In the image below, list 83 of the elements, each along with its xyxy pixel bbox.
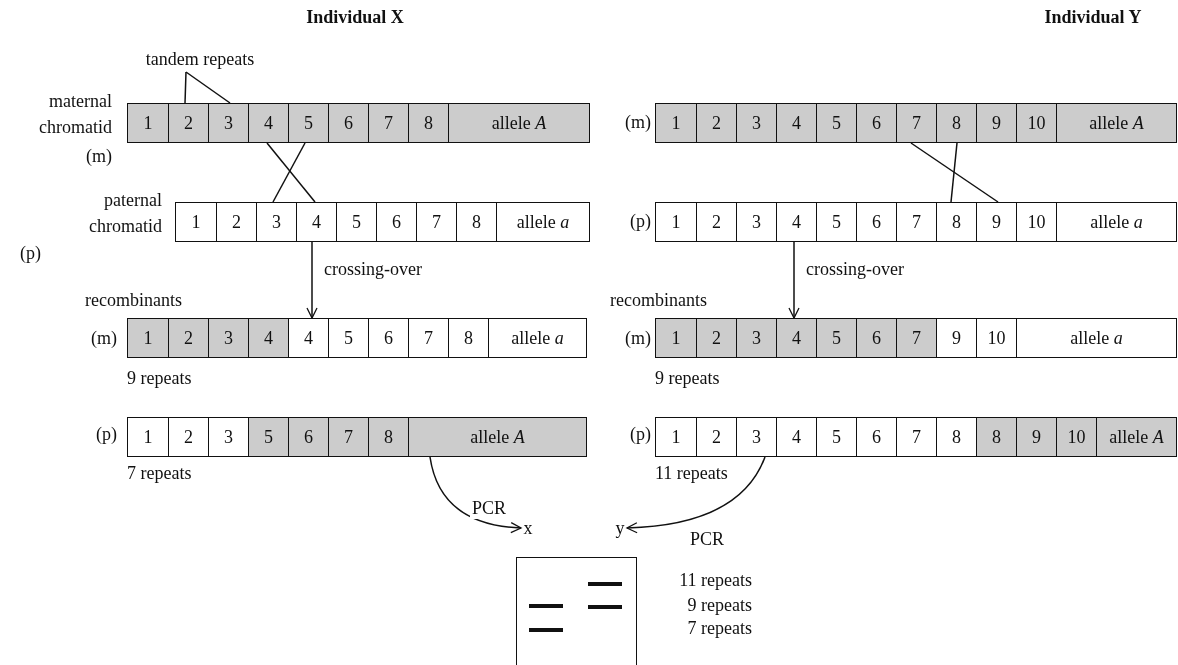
arrow xyxy=(429,456,522,533)
chromatid-label: (p) xyxy=(629,423,651,446)
repeat-segment: 10 xyxy=(1016,104,1056,142)
repeat-segment: 4 xyxy=(248,104,288,142)
arrow xyxy=(306,241,318,319)
panel-title: Individual X xyxy=(305,6,405,29)
chromatid-label: (m) xyxy=(90,327,117,350)
repeat-segment: 2 xyxy=(696,319,736,357)
repeat-segment: 5 xyxy=(248,418,288,456)
chromatid-bar xyxy=(127,318,587,358)
repeat-segment: 1 xyxy=(656,104,696,142)
repeat-count: 9 repeats xyxy=(127,367,193,390)
crossover-line xyxy=(910,142,999,203)
repeat-segment: 4 xyxy=(776,104,816,142)
repeat-segment: 6 xyxy=(856,104,896,142)
repeat-segment: 4 xyxy=(776,319,816,357)
chromatid-label: (m) xyxy=(624,327,651,350)
repeat-segment: 7 xyxy=(368,104,408,142)
repeat-count: 9 repeats xyxy=(655,367,721,390)
chromatid-bar xyxy=(655,318,1177,358)
repeat-segment: 4 xyxy=(248,319,288,357)
repeat-segment: 3 xyxy=(736,104,776,142)
chromatid-bar xyxy=(655,417,1177,457)
chromatid-label: (p) xyxy=(95,423,117,446)
repeat-count: 11 repeats xyxy=(655,462,729,485)
chromatid-bar xyxy=(655,103,1177,143)
lane-label: x xyxy=(521,516,535,540)
repeat-segment: 1 xyxy=(128,104,168,142)
repeat-segment: 2 xyxy=(696,104,736,142)
crossover-line xyxy=(272,142,306,203)
repeat-segment: 5 xyxy=(816,319,856,357)
panel-title: Individual Y xyxy=(1043,6,1143,29)
chromatid-label: (p) xyxy=(629,210,651,233)
repeat-segment: 3 xyxy=(736,319,776,357)
leader-line xyxy=(184,71,187,104)
repeat-segment: 6 xyxy=(288,418,328,456)
allele-segment: allele A xyxy=(1096,418,1176,456)
repeat-segment: 8 xyxy=(368,418,408,456)
repeat-segment: 2 xyxy=(168,104,208,142)
repeat-segment: 7 xyxy=(896,319,936,357)
chromatid-bar xyxy=(655,202,1177,242)
repeat-count: 7 repeats xyxy=(127,462,193,485)
repeat-segment: 9 xyxy=(976,104,1016,142)
band-size-label: 11 repeats xyxy=(678,569,752,592)
chromatid-bar xyxy=(175,202,590,242)
chromatid-label: maternal chromatid xyxy=(38,90,112,139)
allele-segment: allele A xyxy=(1056,104,1176,142)
chromatid-label: (p) xyxy=(20,242,42,265)
band-size-label: 7 repeats xyxy=(686,617,752,640)
repeat-segment: 6 xyxy=(328,104,368,142)
repeat-segment: 7 xyxy=(896,104,936,142)
chromatid-label: paternal chromatid xyxy=(88,189,162,238)
repeat-segment: 9 xyxy=(1016,418,1056,456)
repeat-segment: 1 xyxy=(128,319,168,357)
repeat-segment: 6 xyxy=(856,319,896,357)
repeat-segment: 3 xyxy=(208,319,248,357)
repeat-segment: 10 xyxy=(1056,418,1096,456)
chromatid-label: (m) xyxy=(85,145,112,168)
repeat-segment: 2 xyxy=(168,319,208,357)
repeat-segment: 3 xyxy=(208,104,248,142)
annotation-text: tandem repeats xyxy=(130,47,270,72)
repeat-segment: 1 xyxy=(656,319,696,357)
section-label: recombinants xyxy=(610,289,708,312)
repeat-segment: 8 xyxy=(408,104,448,142)
crossover-line xyxy=(950,142,958,203)
arrow xyxy=(788,241,800,319)
repeat-segment: 8 xyxy=(976,418,1016,456)
chromatid-label: (m) xyxy=(624,111,651,134)
repeat-segment: 5 xyxy=(816,104,856,142)
repeat-segment: 8 xyxy=(936,104,976,142)
crossover-line xyxy=(266,142,316,203)
repeat-segment: 7 xyxy=(328,418,368,456)
lane-label: y xyxy=(613,516,627,540)
repeat-segment: 5 xyxy=(288,104,328,142)
gel-box xyxy=(516,557,637,665)
allele-segment: allele A xyxy=(408,418,586,456)
chromatid-bar xyxy=(127,103,590,143)
allele-segment: allele A xyxy=(448,104,589,142)
chromatid-bar xyxy=(127,417,587,457)
leader-line xyxy=(185,71,231,104)
section-label: recombinants xyxy=(85,289,183,312)
arrow xyxy=(626,456,766,534)
band-size-label: 9 repeats xyxy=(686,594,752,617)
